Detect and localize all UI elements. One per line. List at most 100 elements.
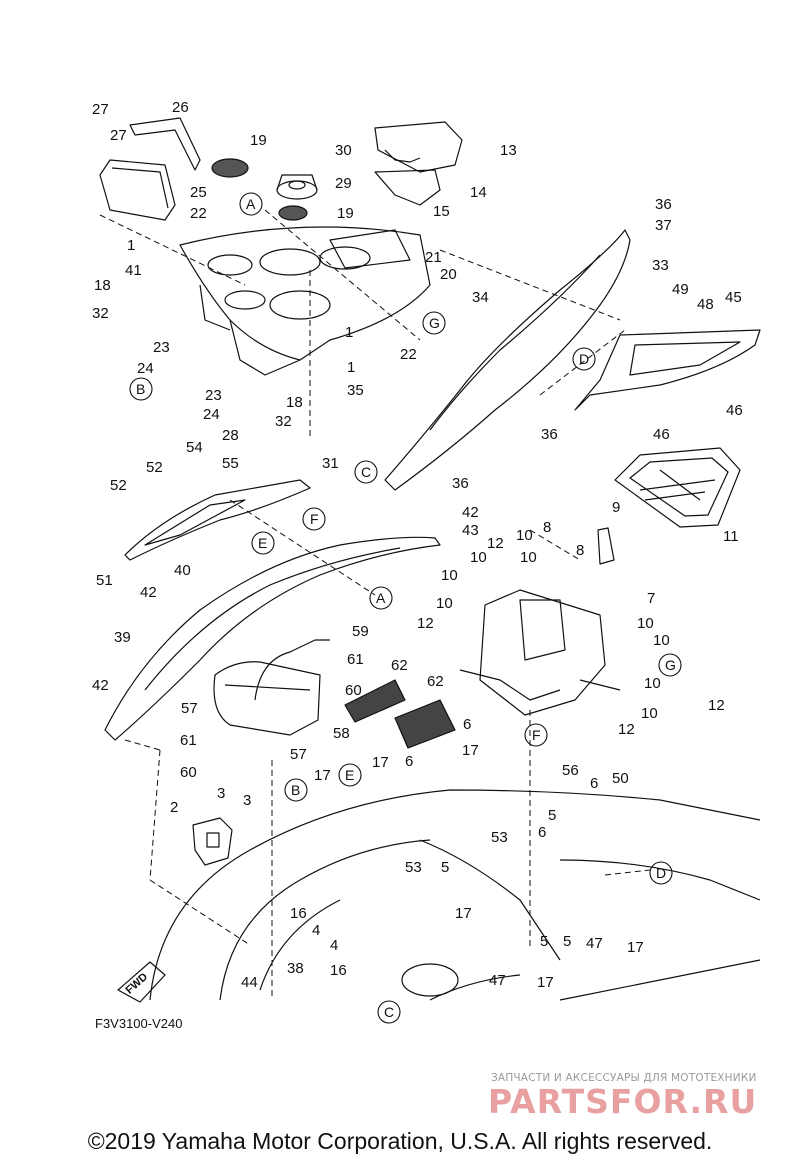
callout-5: 5 [548,807,556,824]
callout-19: 19 [250,132,267,149]
plate-part-14 [374,169,441,206]
ref-E-mid: E [258,535,267,551]
callout-1: 1 [127,237,135,254]
pad-part-19 [211,158,308,221]
deck-panel-part-51 [124,479,311,561]
stay-part-26 [129,117,201,171]
callout-59: 59 [352,623,369,640]
side-trim-part-45 [574,329,761,411]
callout-27: 27 [92,101,109,118]
callout-22-b: 22 [400,346,417,363]
watermark-tagline: ЗАПЧАСТИ И АКСЕССУАРЫ ДЛЯ МОТОТЕХНИКИ [491,1072,757,1084]
callout-32: 32 [92,305,109,322]
callout-58: 58 [333,725,350,742]
callout-13: 13 [500,142,517,159]
callout-24: 24 [137,360,154,377]
ref-A-mid: A [376,590,386,606]
copyright-notice: ©2019 Yamaha Motor Corporation, U.S.A. A… [87,1128,713,1154]
ref-B-low: B [291,782,300,798]
callout-60: 60 [345,682,362,699]
callout-62: 62 [391,657,408,674]
callout-10-d: 10 [441,567,458,584]
callout-57-b: 57 [290,746,307,763]
callout-17-f: 17 [537,974,554,991]
callout-60-b: 60 [180,764,197,781]
callout-18: 18 [94,277,111,294]
latch-part-9 [597,527,615,565]
callout-8: 8 [543,519,551,536]
callout-22: 22 [190,205,207,222]
callout-37: 37 [655,217,672,234]
callout-10-i: 10 [641,705,658,722]
gunwale-part-39 [104,536,441,741]
callout-44: 44 [241,974,258,991]
callout-14: 14 [470,184,487,201]
callout-11: 11 [723,528,739,545]
callout-40: 40 [174,562,191,579]
callout-17-c: 17 [314,767,331,784]
callout-47: 47 [586,935,603,952]
ref-A-top: A [246,196,256,212]
callout-38: 38 [287,960,304,977]
callout-21: 21 [425,249,442,266]
callout-27-b: 27 [110,127,127,144]
callout-19-b: 19 [337,205,354,222]
callout-45: 45 [725,289,742,306]
callout-42: 42 [462,504,479,521]
callout-62-b: 62 [427,673,444,690]
callout-48: 48 [697,296,714,313]
callout-numbers: 27 27 26 25 22 19 30 29 19 13 14 15 21 2… [92,99,743,991]
wire-part-59 [254,639,330,701]
callout-10-c: 10 [520,549,537,566]
callout-24-b: 24 [203,406,220,423]
callout-28: 28 [222,427,239,444]
callout-10-f: 10 [637,615,654,632]
callout-41: 41 [125,262,142,279]
callout-49: 49 [672,281,689,298]
ref-E-low: E [345,767,354,783]
callout-10-e: 10 [436,595,453,612]
callout-10-g: 10 [653,632,670,649]
callout-53-b: 53 [405,859,422,876]
callout-6-c: 6 [590,775,598,792]
callout-29: 29 [335,175,352,192]
callout-25: 25 [190,184,207,201]
diagram-code: F3V3100-V240 [95,1016,183,1031]
callout-12-b: 12 [417,615,434,632]
callout-16: 16 [290,905,307,922]
callout-4: 4 [312,922,320,939]
callout-12: 12 [487,535,504,552]
callout-35: 35 [347,382,364,399]
fwd-arrow-icon [117,961,166,1003]
ref-C-low: C [384,1004,394,1020]
callout-3: 3 [217,785,225,802]
ref-C-mid: C [361,464,371,480]
callout-7: 7 [647,590,655,607]
fwd-label: FWD [123,971,150,997]
side-panel-part-33 [384,229,631,491]
callout-43: 43 [462,522,479,539]
callout-5-c: 5 [540,933,548,950]
callout-36: 36 [655,196,672,213]
step-pad-part-62 [344,679,456,749]
ref-D-low: D [656,865,666,881]
callout-18-b: 18 [286,394,303,411]
callout-61-b: 61 [180,732,197,749]
callout-34: 34 [472,289,489,306]
callout-47-b: 47 [489,972,506,989]
callout-52: 52 [146,459,163,476]
callout-5-b: 5 [441,859,449,876]
callout-12-c: 12 [708,697,725,714]
callout-5-d: 5 [563,933,571,950]
callout-46: 46 [726,402,743,419]
ref-B-left: B [136,381,145,397]
callout-16-b: 16 [330,962,347,979]
callout-1-c: 1 [345,324,353,341]
callout-2: 2 [170,799,178,816]
callout-20: 20 [440,266,457,283]
callout-8-b: 8 [576,542,584,559]
callout-57: 57 [181,700,198,717]
callout-6: 6 [463,716,471,733]
callout-17-b: 17 [372,754,389,771]
